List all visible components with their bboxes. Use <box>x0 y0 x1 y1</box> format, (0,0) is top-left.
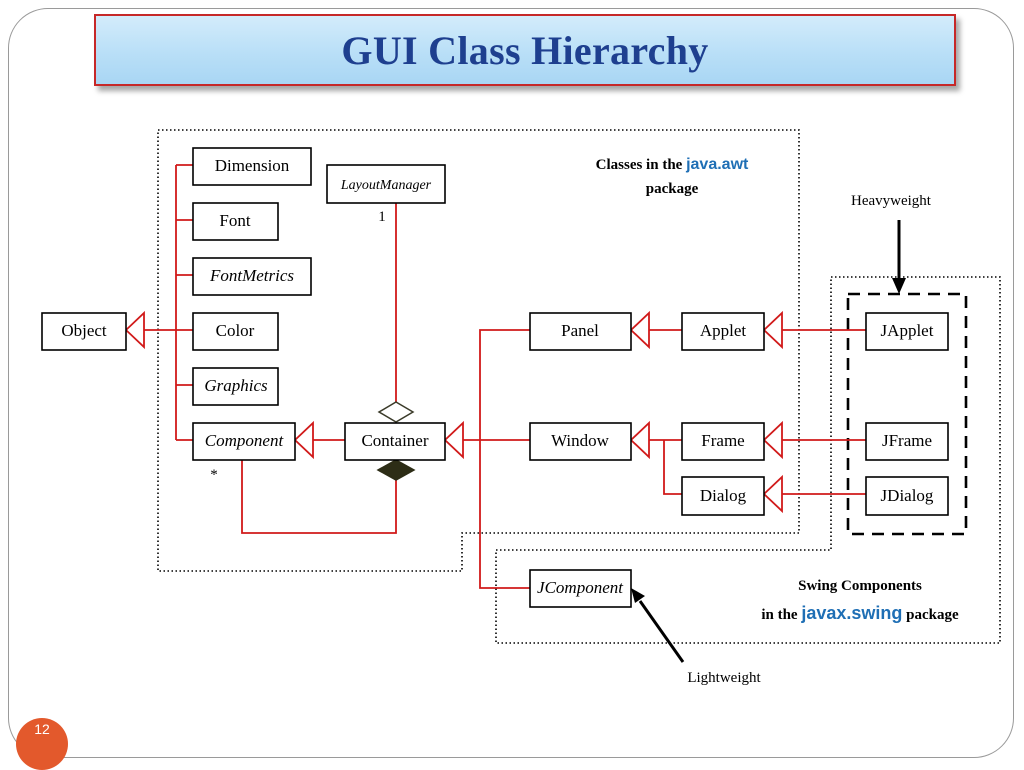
inheritance-arrow-frame <box>762 420 783 460</box>
lightweight-arrow <box>638 600 685 663</box>
lightweight-label: Lightweight <box>687 670 761 686</box>
class-layoutmanager-label: LayoutManager <box>340 178 432 193</box>
title-bar: GUI Class Hierarchy <box>94 14 956 86</box>
class-fontmetrics[interactable]: FontMetrics <box>192 257 312 296</box>
class-applet[interactable]: Applet <box>681 312 765 351</box>
class-font-label: Font <box>219 211 250 230</box>
relationship-lines <box>144 164 866 589</box>
class-jcomponent-label: JComponent <box>537 578 624 597</box>
class-object[interactable]: Object <box>41 312 127 351</box>
inheritance-arrow-object <box>124 310 145 350</box>
inheritance-arrow-panel <box>629 310 650 350</box>
class-jframe[interactable]: JFrame <box>865 422 949 461</box>
swing-package-boundary <box>495 276 1001 644</box>
class-japplet-label: JApplet <box>881 321 934 340</box>
heavyweight-arrow-head <box>892 278 906 294</box>
class-jdialog[interactable]: JDialog <box>865 476 949 516</box>
class-frame-label: Frame <box>701 431 744 450</box>
class-graphics-label: Graphics <box>204 376 268 395</box>
page-number-badge: 12 <box>16 718 68 770</box>
awt-note-suffix: package <box>646 181 699 197</box>
class-font[interactable]: Font <box>192 202 279 241</box>
aggregation-diamond <box>377 401 415 423</box>
class-graphics[interactable]: Graphics <box>192 367 279 406</box>
class-jdialog-label: JDialog <box>881 486 934 505</box>
class-panel[interactable]: Panel <box>529 312 632 351</box>
class-color-label: Color <box>216 321 255 340</box>
class-dialog[interactable]: Dialog <box>681 476 765 516</box>
class-japplet[interactable]: JApplet <box>865 312 949 351</box>
class-layoutmanager[interactable]: LayoutManager <box>326 164 446 204</box>
class-color[interactable]: Color <box>192 312 279 351</box>
class-dimension[interactable]: Dimension <box>192 147 312 186</box>
awt-package-note: Classes in the java.awt <box>596 156 749 173</box>
class-applet-label: Applet <box>700 321 747 340</box>
inheritance-arrow-window <box>629 420 650 460</box>
inheritance-arrow-container <box>443 420 464 460</box>
page-number: 12 <box>34 721 50 737</box>
slide-title: GUI Class Hierarchy <box>341 27 709 73</box>
class-window[interactable]: Window <box>529 422 632 461</box>
class-jcomponent[interactable]: JComponent <box>529 569 632 608</box>
awt-package-name: java.awt <box>685 156 749 173</box>
inheritance-arrow-applet <box>762 310 783 350</box>
class-container-label: Container <box>361 431 428 450</box>
awt-note-prefix: Classes in the <box>596 157 686 173</box>
inheritance-arrow-component <box>293 420 314 460</box>
class-object-label: Object <box>61 321 107 340</box>
lightweight-arrow-head <box>631 588 645 603</box>
class-frame[interactable]: Frame <box>681 422 765 461</box>
multiplicity-layout: 1 <box>378 209 386 225</box>
heavyweight-label: Heavyweight <box>851 193 932 209</box>
multiplicity-component: * <box>210 467 218 483</box>
class-component[interactable]: Component <box>192 422 296 461</box>
inheritance-arrow-dialog <box>762 474 783 514</box>
swing-note-prefix: in the <box>761 607 801 623</box>
class-panel-label: Panel <box>561 321 599 340</box>
class-fontmetrics-label: FontMetrics <box>209 266 294 285</box>
awt-package-boundary <box>157 129 800 572</box>
class-component-label: Component <box>205 431 285 450</box>
class-dimension-label: Dimension <box>215 156 290 175</box>
swing-note-suffix: package <box>902 607 959 623</box>
swing-package-name: javax.swing <box>800 603 902 623</box>
composition-diamond <box>376 459 416 481</box>
swing-package-note: in the javax.swing package <box>761 603 959 623</box>
class-container[interactable]: Container <box>344 422 446 461</box>
class-dialog-label: Dialog <box>700 486 747 505</box>
class-jframe-label: JFrame <box>882 431 932 450</box>
swing-note-line1: Swing Components <box>798 578 922 594</box>
class-window-label: Window <box>551 431 610 450</box>
inheritance-arrowheads <box>124 310 783 514</box>
